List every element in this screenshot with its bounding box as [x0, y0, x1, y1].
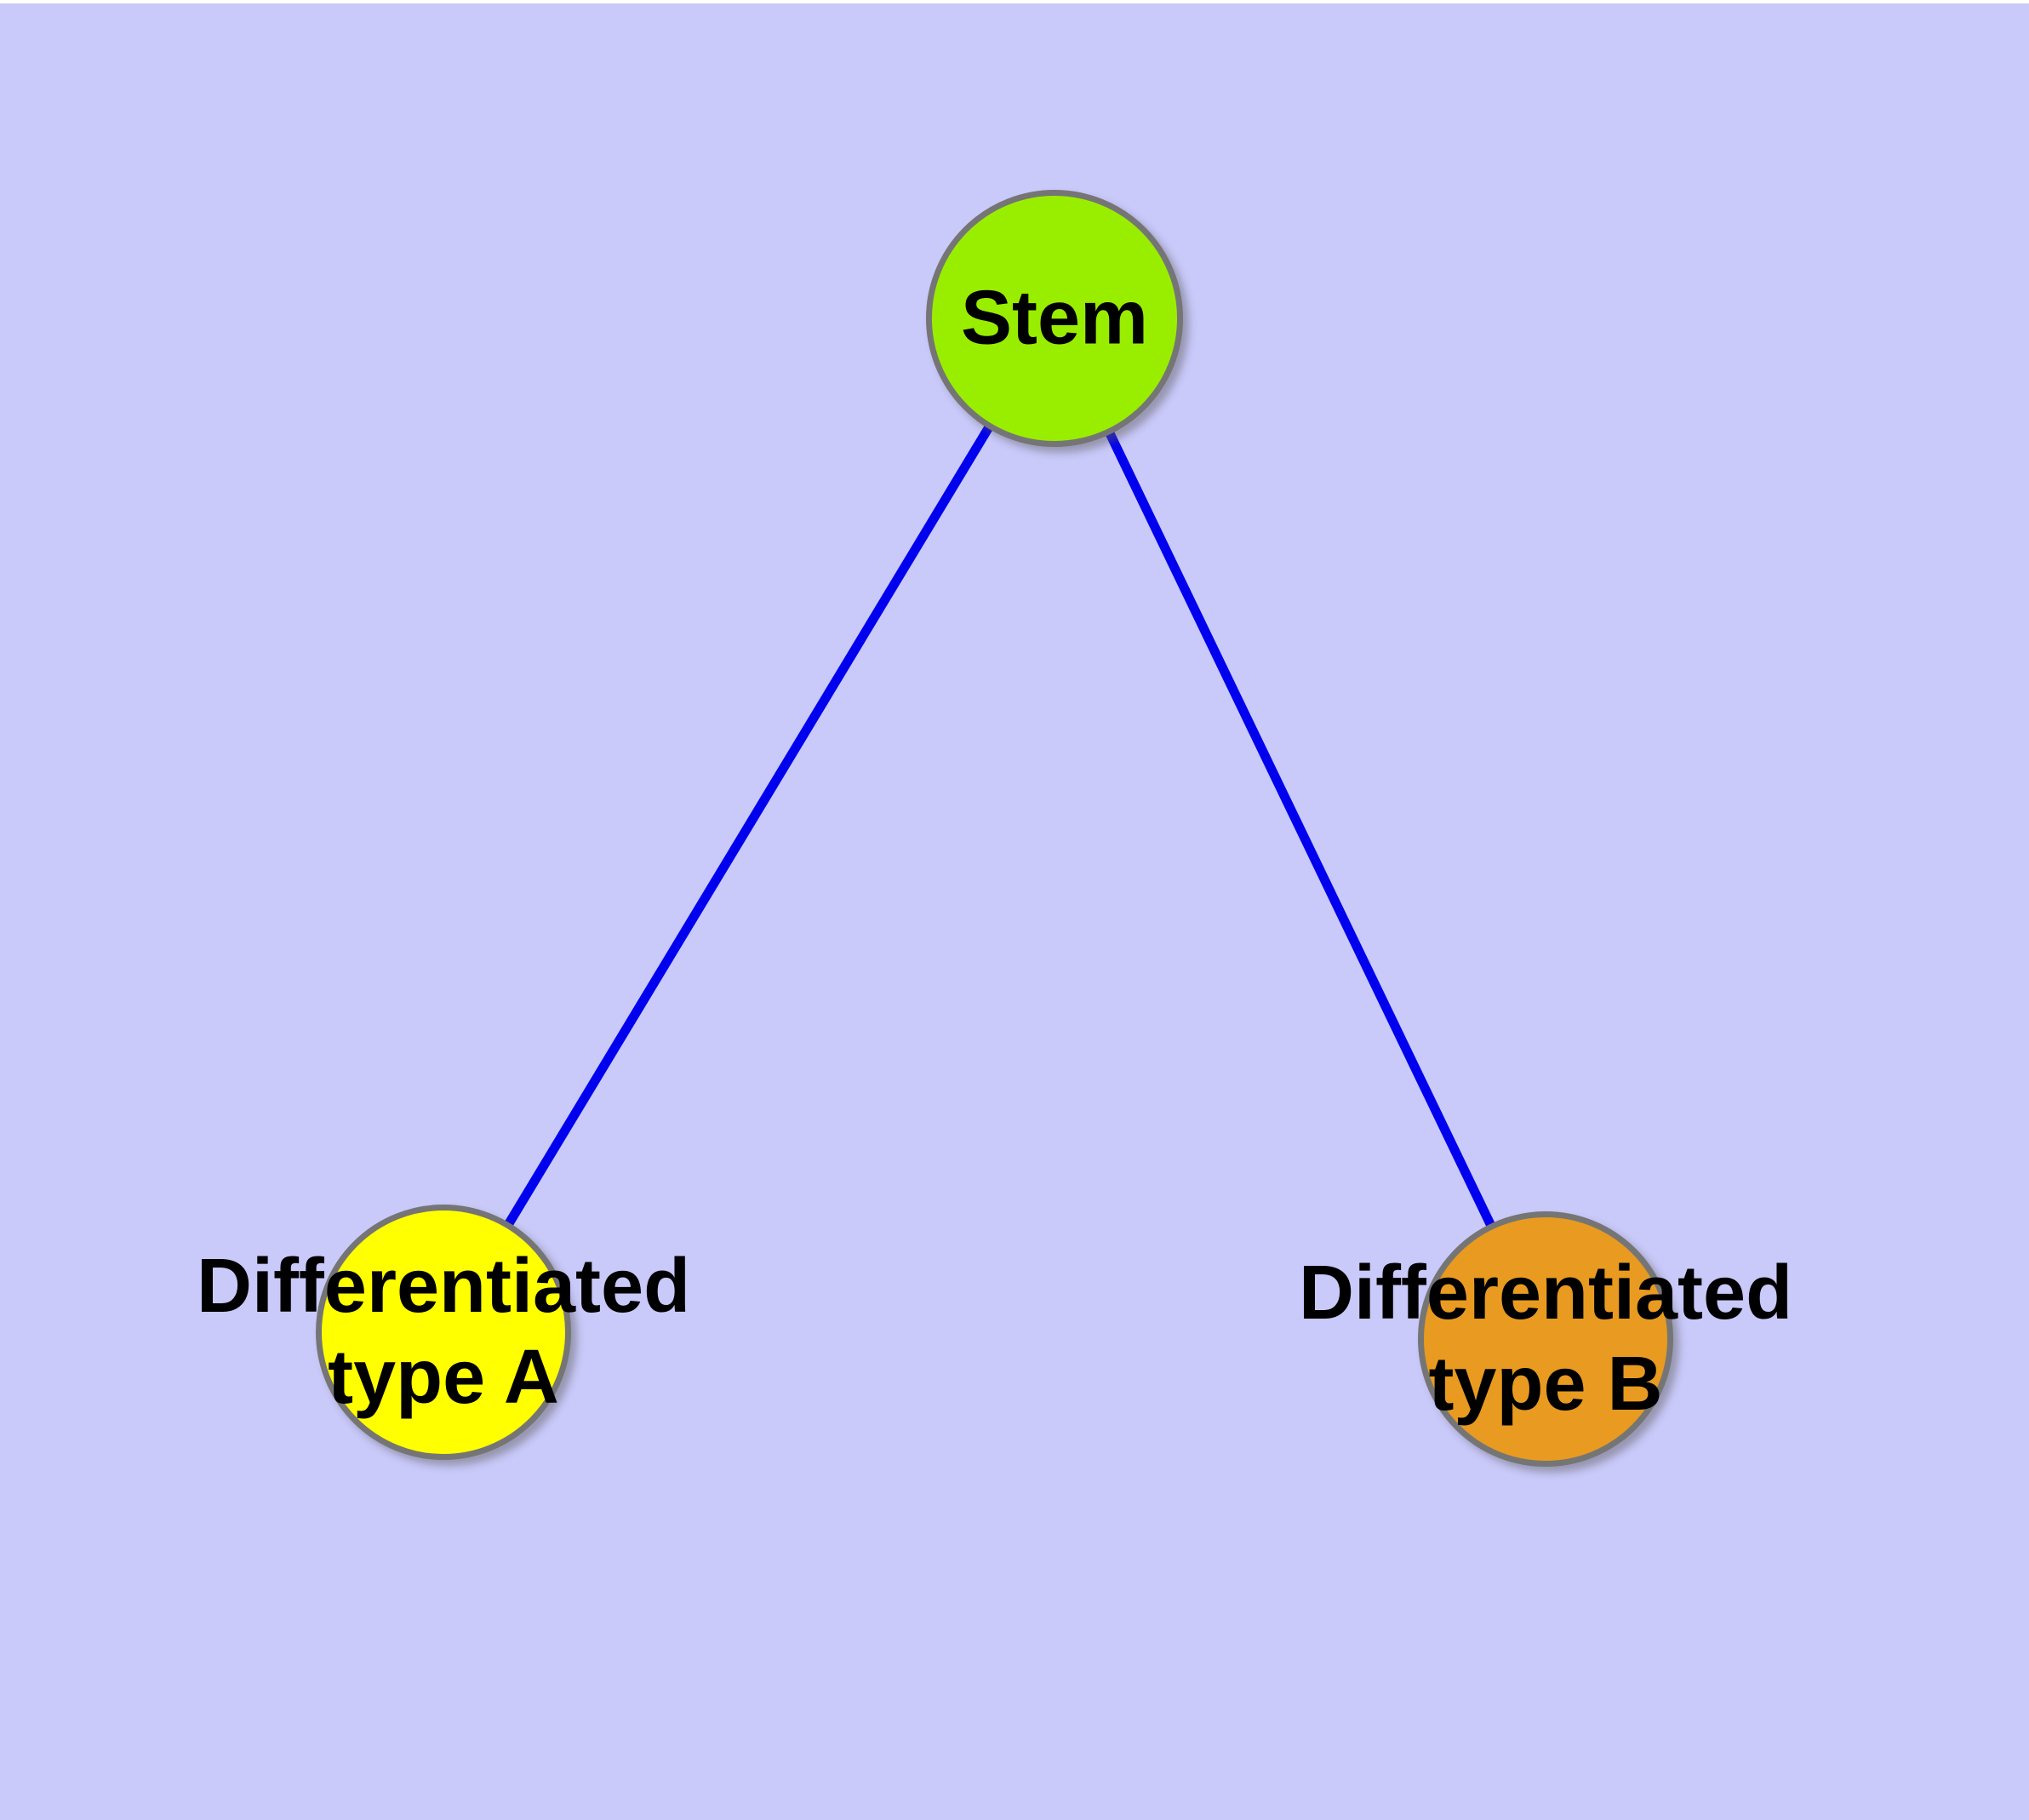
graph-edge-stem-typeB: [1050, 316, 1550, 1342]
top-border-strip: [0, 0, 2029, 3]
graph-node-typeA: [316, 1205, 571, 1460]
graph-edge-stem-typeA: [439, 316, 1059, 1335]
graph-node-typeB: [1418, 1211, 1673, 1467]
graph-node-stem: [926, 190, 1183, 447]
